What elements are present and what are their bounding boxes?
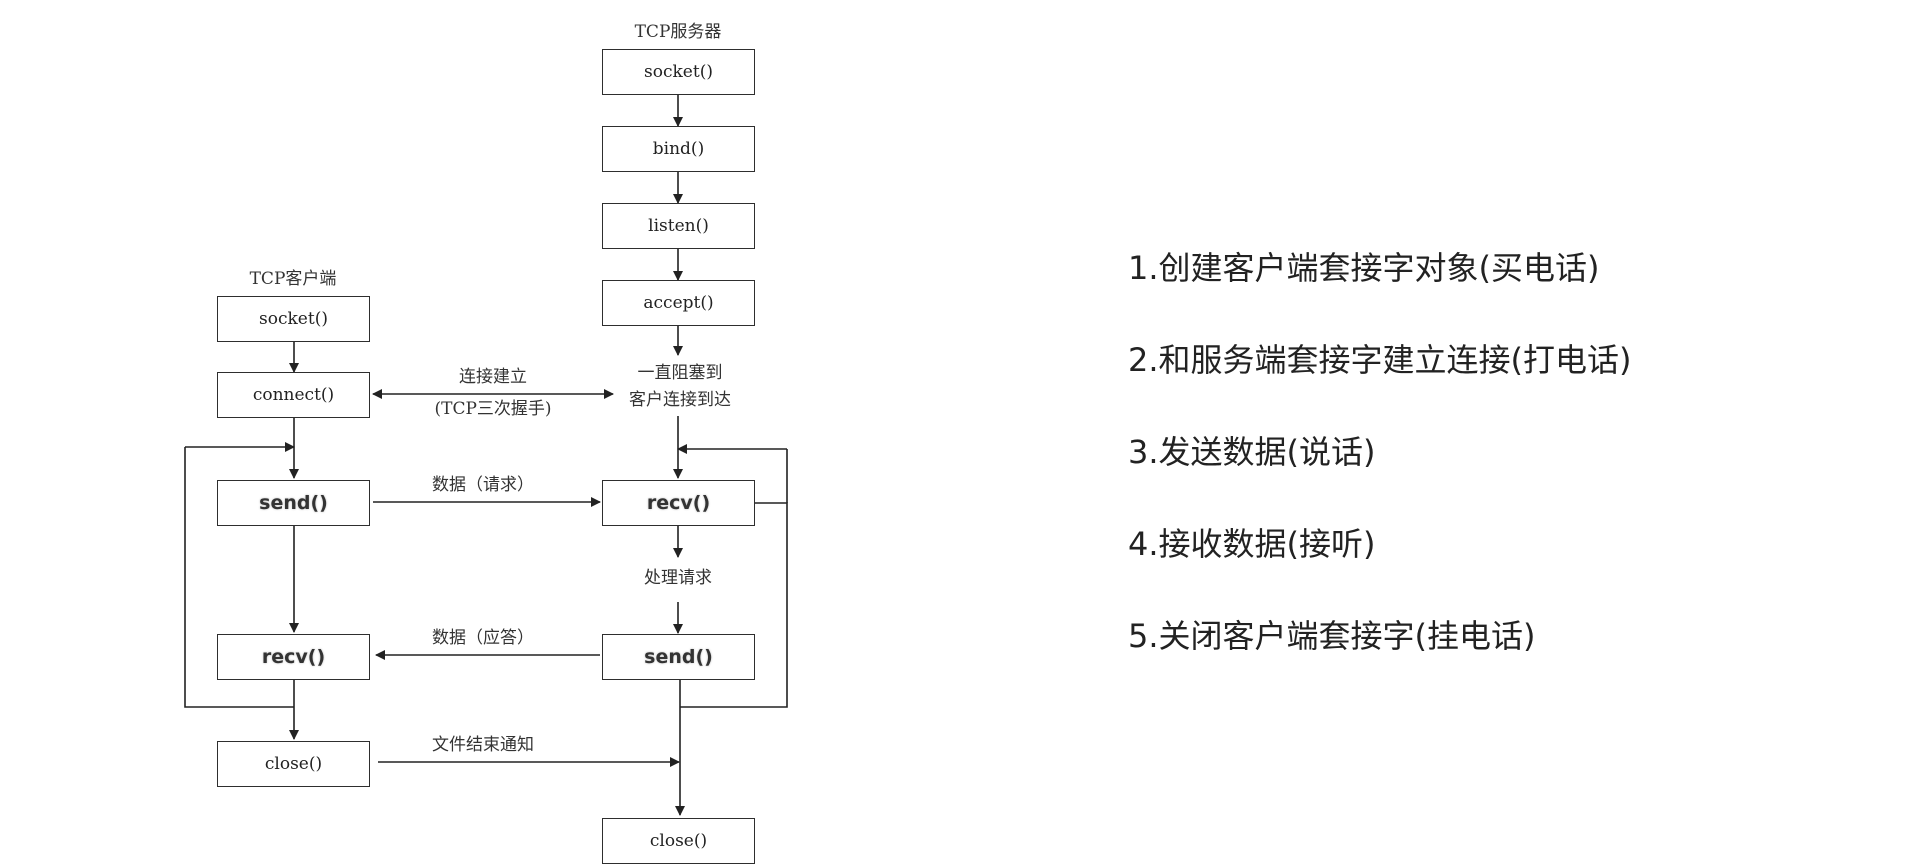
server-block-line1: 一直阻塞到 (637, 363, 723, 383)
client-recv-box: recv() (217, 634, 370, 680)
client-connect-box: connect() (217, 372, 370, 418)
server-send-box: send() (602, 634, 755, 680)
reply-label: 数据（应答） (432, 628, 534, 648)
server-process-label: 处理请求 (644, 568, 712, 588)
step-item-3: 3.发送数据(说话) (1128, 433, 1376, 471)
client-close-box: close() (217, 741, 370, 787)
server-title: TCP服务器 (634, 22, 722, 42)
step-item-2: 2.和服务端套接字建立连接(打电话) (1128, 341, 1632, 379)
steps-list: 1.创建客户端套接字对象(买电话) 2.和服务端套接字建立连接(打电话) 3.发… (1128, 248, 1632, 708)
server-loop-line (680, 502, 788, 708)
server-bind-box: bind() (602, 126, 755, 172)
client-socket-box: socket() (217, 296, 370, 342)
eof-label: 文件结束通知 (432, 735, 534, 755)
client-loop-line (184, 447, 294, 708)
handshake-label-line2: (TCP三次握手) (434, 399, 552, 419)
server-close-box: close() (602, 818, 755, 864)
step-item-5: 5.关闭客户端套接字(挂电话) (1128, 617, 1536, 655)
server-block-line2: 客户连接到达 (629, 390, 731, 410)
request-label: 数据（请求） (432, 475, 534, 495)
client-send-box: send() (217, 480, 370, 526)
step-item-4: 4.接收数据(接听) (1128, 525, 1376, 563)
client-title: TCP客户端 (249, 269, 337, 289)
step-item-1: 1.创建客户端套接字对象(买电话) (1128, 249, 1600, 287)
handshake-label-line1: 连接建立 (459, 367, 527, 387)
server-socket-box: socket() (602, 49, 755, 95)
server-accept-box: accept() (602, 280, 755, 326)
server-listen-box: listen() (602, 203, 755, 249)
server-recv-box: recv() (602, 480, 755, 526)
